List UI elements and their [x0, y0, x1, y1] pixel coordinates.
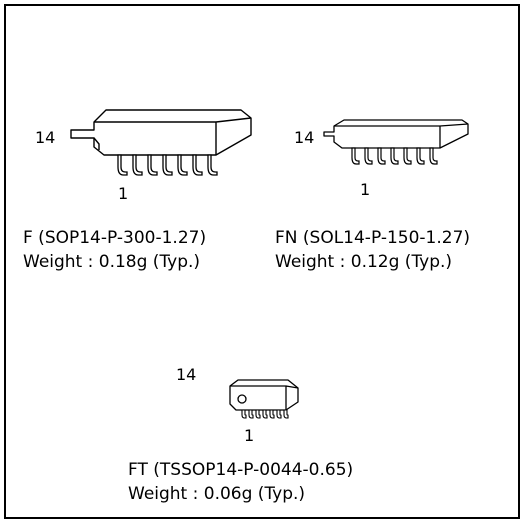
diagram-frame	[4, 4, 520, 519]
pin-14-label-f: 14	[35, 128, 56, 147]
sol14-pin	[390, 147, 399, 165]
sol14-pin	[377, 147, 386, 165]
sop14-pin	[207, 154, 218, 176]
sol14-pin	[351, 147, 360, 165]
tssop14-pin	[262, 409, 268, 419]
tssop14-pin	[276, 409, 282, 419]
sol14-pin	[416, 147, 425, 165]
package-weight-f: Weight : 0.18g (Typ.)	[23, 252, 201, 272]
pin-1-label-f: 1	[118, 184, 129, 203]
package-name-f: F (SOP14-P-300-1.27)	[23, 228, 207, 248]
sop14-chip-drawing	[70, 109, 252, 176]
pin-14-label-fn: 14	[294, 128, 315, 147]
sop14-pin	[192, 154, 203, 176]
tssop14-pin	[269, 409, 275, 419]
pin-1-label-fn: 1	[360, 180, 371, 199]
sop14-pin	[162, 154, 173, 176]
sol14-pin	[403, 147, 412, 165]
tssop14-pin	[248, 409, 254, 419]
sop14-pin	[117, 154, 128, 176]
pin-14-label-ft: 14	[176, 365, 197, 384]
tssop14-pin	[241, 409, 247, 419]
sol14-chip-drawing	[323, 119, 469, 165]
sop14-pin	[147, 154, 158, 176]
package-weight-fn: Weight : 0.12g (Typ.)	[275, 252, 453, 272]
package-name-ft: FT (TSSOP14-P-0044-0.65)	[128, 460, 354, 480]
tssop14-pin	[283, 409, 289, 419]
package-name-fn: FN (SOL14-P-150-1.27)	[275, 228, 471, 248]
sol14-pin	[364, 147, 373, 165]
package-weight-ft: Weight : 0.06g (Typ.)	[128, 484, 306, 504]
tssop14-chip-drawing	[229, 379, 299, 419]
sop14-pin	[177, 154, 188, 176]
tssop14-pin	[255, 409, 261, 419]
pin-1-label-ft: 1	[244, 426, 255, 445]
sop14-pin	[132, 154, 143, 176]
sol14-pin	[429, 147, 438, 165]
